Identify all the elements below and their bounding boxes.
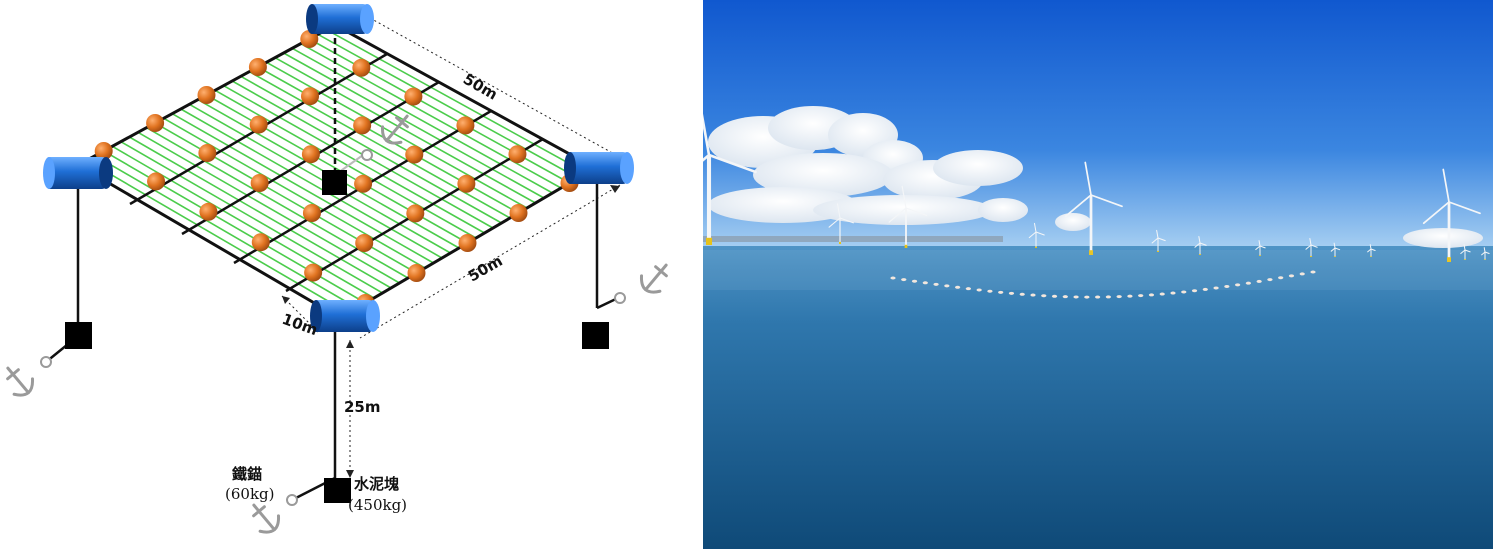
net-line — [301, 44, 561, 188]
net-line — [129, 137, 391, 288]
net-line — [189, 104, 450, 253]
dimension-lines — [282, 18, 625, 478]
net-float — [1138, 294, 1143, 297]
net-float — [1030, 294, 1035, 297]
net-float — [1117, 295, 1122, 298]
float-ball-icon — [199, 203, 217, 221]
net-float — [1095, 296, 1100, 299]
float-ball-icon — [355, 234, 373, 252]
float-ball-icon — [510, 204, 528, 222]
anchor-label: 鐵錨 — [232, 465, 262, 483]
float-ball-icon — [457, 175, 475, 193]
float-ball-icon — [354, 175, 372, 193]
net-float — [1181, 290, 1186, 293]
net-float — [1170, 292, 1175, 295]
sea — [703, 246, 1493, 549]
net-float — [1073, 295, 1078, 298]
float-ball-icon — [250, 116, 268, 134]
float-ball-icon — [198, 144, 216, 162]
float-ball-icon — [303, 204, 321, 222]
far-shore — [703, 236, 1003, 242]
float-ball-icon — [405, 146, 423, 164]
net-line — [241, 76, 502, 223]
float-ball-icon — [252, 233, 270, 251]
float-ball-icon — [304, 264, 322, 282]
mooring-lines — [46, 180, 618, 500]
net-float — [1084, 296, 1089, 299]
net-line — [207, 95, 468, 243]
net-line — [275, 58, 535, 203]
net-line — [155, 123, 416, 273]
anchor-weight: (60kg) — [225, 485, 274, 503]
net-float — [1127, 295, 1132, 298]
net-line — [87, 160, 349, 313]
block-weight: (450kg) — [348, 496, 407, 514]
float-ball-icon — [406, 204, 424, 222]
net-float — [1106, 295, 1111, 298]
net-float — [1041, 294, 1046, 297]
net-line — [95, 156, 357, 308]
net-line — [224, 86, 485, 233]
net-line — [172, 114, 433, 263]
dim-label-bottom: 50m — [465, 252, 506, 286]
net-float — [998, 291, 1003, 294]
float-ball-icon — [146, 114, 164, 132]
net-float — [1160, 293, 1165, 296]
concrete-block-icon — [65, 170, 609, 503]
block-label: 水泥塊 — [354, 475, 399, 493]
net-float — [987, 290, 992, 293]
float-ball-icon — [353, 116, 371, 134]
float-ball-icon — [459, 234, 477, 252]
net-line — [138, 132, 400, 283]
offshore-photo — [703, 0, 1493, 549]
float-ball-icon — [302, 145, 320, 163]
mooring-diagram: 50m 50m 10m 25m 鐵錨 (60kg) 水泥塊 (450kg) — [0, 0, 700, 549]
dim-label-depth: 25m — [344, 398, 381, 416]
net-line — [249, 72, 510, 218]
sea-reflection — [703, 250, 1493, 290]
float-ball-icon — [198, 86, 216, 104]
float-ball-icon — [508, 145, 526, 163]
float-ball-icon — [301, 87, 319, 105]
diagram-canvas: 50m 50m 10m 25m 鐵錨 (60kg) 水泥塊 (450kg) — [0, 0, 700, 549]
net-float — [1063, 295, 1068, 298]
net-line — [215, 90, 476, 238]
photo-canvas — [703, 0, 1493, 549]
net-float — [1020, 293, 1025, 296]
net-line — [181, 109, 442, 258]
net-float — [1052, 295, 1057, 298]
float-ball-icon — [408, 264, 426, 282]
net-float — [1149, 293, 1154, 296]
float-ball-icon — [147, 172, 165, 190]
float-ball-icon — [456, 116, 474, 134]
float-ball-icon — [352, 59, 370, 77]
net-line — [309, 39, 569, 183]
net-float — [1009, 292, 1014, 295]
net-line — [318, 34, 578, 178]
float-ball-icon — [251, 174, 269, 192]
float-ball-icon — [249, 58, 267, 76]
net-line — [121, 142, 383, 293]
float-ball-icon — [404, 88, 422, 106]
